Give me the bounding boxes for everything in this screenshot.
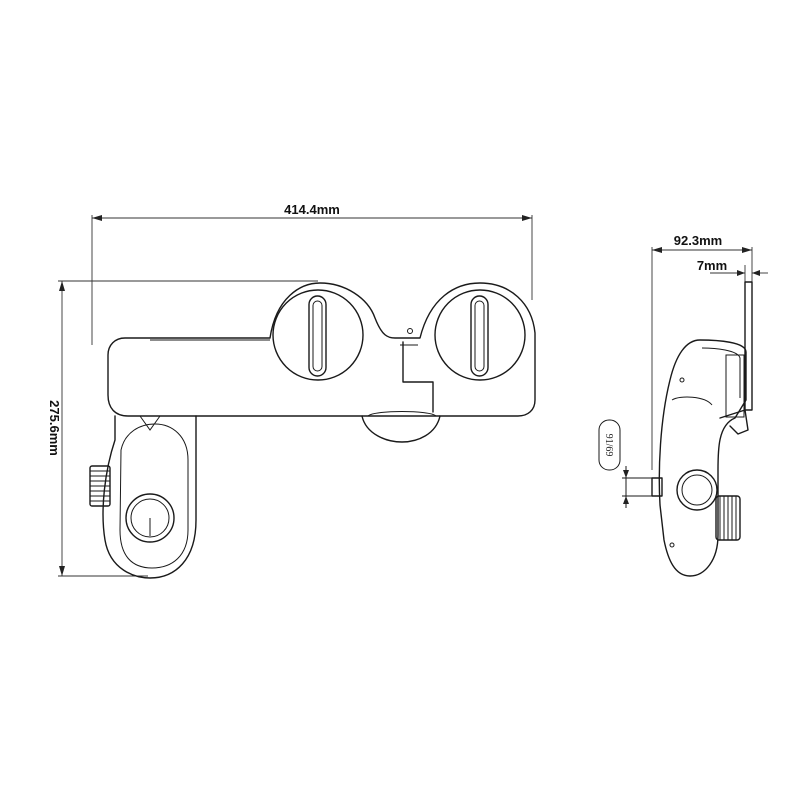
left-control-knob	[272, 289, 364, 381]
width-dimension: 414.4mm	[91, 202, 533, 345]
valve-housing	[102, 415, 197, 579]
mounting-plate	[744, 281, 753, 411]
side-body	[658, 339, 747, 577]
bidet-main-body	[107, 282, 536, 417]
front-view: 414.4mm 275.6mm	[47, 202, 536, 579]
plate-clip	[719, 409, 749, 435]
inlet-nut	[89, 465, 111, 507]
depth-label: 92.3mm	[674, 233, 722, 248]
side-view: 92.3mm 7mm	[598, 233, 768, 577]
center-notch	[400, 328, 434, 413]
height-label: 275.6mm	[47, 400, 62, 456]
hose-spec-label: 91/69	[603, 434, 614, 457]
hose-inlet	[622, 466, 663, 508]
right-control-knob	[434, 289, 526, 381]
depth-dimension: 92.3mm	[651, 233, 753, 470]
nozzle-cover	[361, 415, 441, 443]
hose-spec-badge: 91/69	[598, 419, 621, 471]
thickness-dimension: 7mm	[697, 258, 768, 282]
thickness-label: 7mm	[697, 258, 727, 273]
height-dimension: 275.6mm	[47, 280, 318, 577]
side-valve	[676, 469, 741, 541]
width-label: 414.4mm	[284, 202, 340, 217]
